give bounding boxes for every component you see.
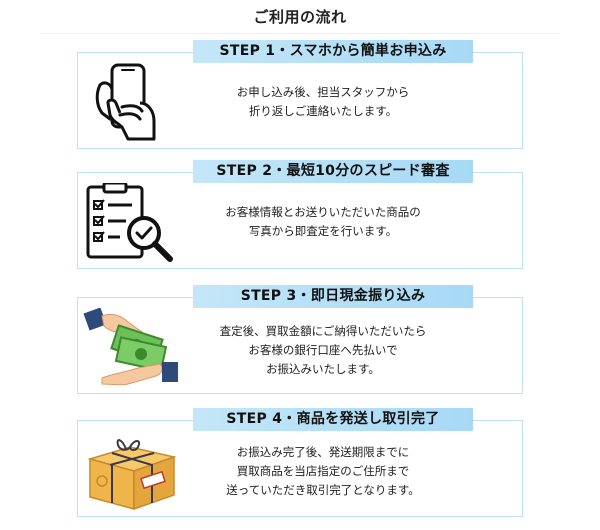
step-description-line: お客様の銀行口座へ先払いで	[248, 343, 398, 357]
title-divider	[40, 33, 560, 34]
step-description-line: お客様情報とお送りいただいた商品の	[225, 205, 421, 219]
step-description: 査定後、買取金額にご納得いただいたら お客様の銀行口座へ先払いで お振込みいたし…	[198, 322, 448, 379]
step-description-line: お申し込み後、担当スタッフから	[236, 85, 410, 99]
step-card-2: STEP 2・最短10分のスピード審査 お客様情報とお送りいただいた商品の 写真…	[77, 160, 523, 269]
step-card-1: STEP 1・スマホから簡単お申込み お申し込み後、担当スタッフから 折り返しご…	[77, 40, 523, 149]
step-description: お振込み完了後、発送期限までに 買取商品を当店指定のご住所まで 送っていただき取…	[198, 443, 448, 500]
step-description-line: 折り返しご連絡いたします。	[248, 104, 398, 118]
step-heading: STEP 3・即日現金振り込み	[193, 285, 473, 308]
cash-handover-icon	[82, 307, 182, 388]
step-description-line: 査定後、買取金額にご納得いただいたら	[219, 324, 427, 338]
page-title: ご利用の流れ	[253, 8, 347, 26]
step-description: お申し込み後、担当スタッフから 折り返しご連絡いたします。	[198, 83, 448, 121]
step-description-line: 買取商品を当店指定のご住所まで	[236, 464, 410, 478]
step-description-line: お振込み完了後、発送期限までに	[236, 445, 410, 459]
step-heading: STEP 1・スマホから簡単お申込み	[193, 40, 473, 63]
step-description-line: 送っていただき取引完了となります。	[226, 483, 420, 497]
step-description: お客様情報とお送りいただいた商品の 写真から即査定を行います。	[198, 203, 448, 241]
step-heading: STEP 4・商品を発送し取引完了	[193, 408, 473, 431]
step-description-line: 写真から即査定を行います。	[248, 224, 398, 238]
checklist-magnifier-icon	[82, 181, 182, 263]
shipping-box-icon	[82, 431, 182, 511]
smartphone-hand-icon	[82, 63, 182, 143]
step-card-4: STEP 4・商品を発送し取引完了 お振込み完了後、発送期限までに 買取商品を当…	[77, 408, 523, 517]
step-card-3: STEP 3・即日現金振り込み 査定後、買取金額にご納得いただいたら お客様の銀…	[77, 285, 523, 394]
step-description-line: お振込みいたします。	[266, 362, 380, 376]
step-heading: STEP 2・最短10分のスピード審査	[193, 160, 473, 183]
